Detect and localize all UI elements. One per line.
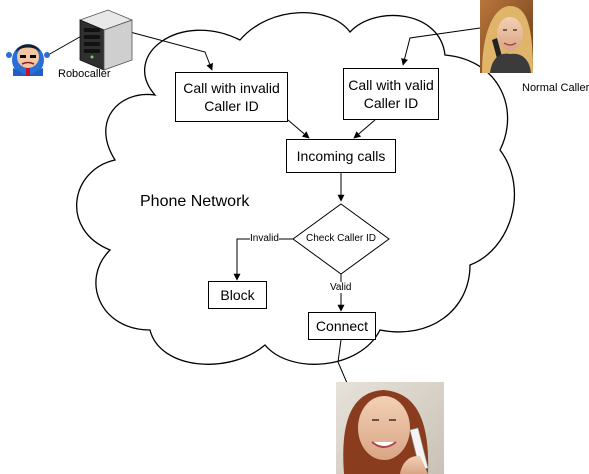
robocaller-link [47,33,86,56]
invalid-edge-label: Invalid [250,233,279,244]
incoming-calls-box: Incoming calls [286,139,396,173]
robot-face-icon [6,44,50,76]
connect-to-recipient [337,339,348,384]
server-icon [78,9,134,71]
normal-caller-label: Normal Caller [522,82,589,94]
invalid-caller-id-call-box: Call with invalid Caller ID [175,72,288,122]
phone-network-cloud [76,12,516,365]
phone-network-label: Phone Network [140,193,250,210]
normal-caller-to-valid-call [401,27,481,66]
valid-caller-id-call-box: Call with valid Caller ID [343,68,439,120]
block-box: Block [208,281,267,309]
connect-box: Connect [308,312,376,340]
valid-edge-label: Valid [330,282,352,293]
edge-valid-call-to-incoming [353,119,376,139]
check-caller-id-diamond [292,203,390,275]
check-caller-id-label: Check Caller ID [306,233,377,244]
recipient-photo [336,382,444,474]
edge-invalid-call-to-incoming [287,119,310,139]
normal-caller-photo [480,0,533,73]
robocaller-label: Robocaller [58,68,111,80]
robocaller-to-invalid-call [129,31,213,71]
